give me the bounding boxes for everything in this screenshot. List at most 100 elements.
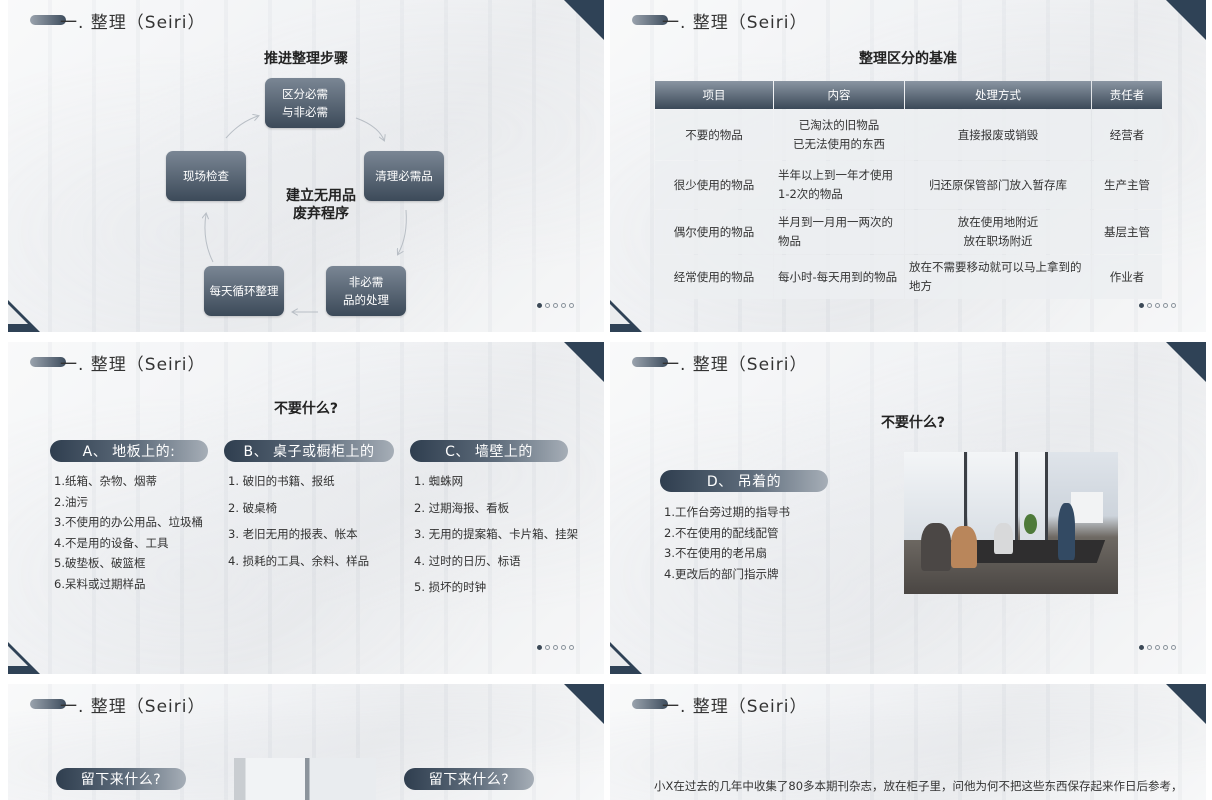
page-dot[interactable] <box>1155 645 1160 650</box>
page-dot[interactable] <box>537 303 542 308</box>
section-header: 一. 整理（Seiri） <box>632 350 808 375</box>
corner-decoration <box>1164 0 1206 42</box>
list-item: 2. 破桌椅 <box>228 500 278 515</box>
page-dot[interactable] <box>1171 645 1176 650</box>
slide-heading: 整理区分的基准 <box>859 51 957 67</box>
list-item: 3. 老旧无用的报表、帐本 <box>228 527 358 541</box>
page-dot[interactable] <box>545 645 550 650</box>
corner-decoration <box>610 302 630 324</box>
table-cell: 已淘汰的旧物品 已无法使用的东西 <box>774 110 904 160</box>
category-pill-desk: B、 桌子或橱柜上的 <box>224 440 394 462</box>
section-title: 一. 整理（Seiri） <box>60 354 206 375</box>
list-item: 1. 破旧的书籍、报纸 <box>228 474 335 488</box>
page-dot[interactable] <box>553 645 558 650</box>
table-cell: 经常使用的物品 <box>655 255 773 299</box>
page-dot[interactable] <box>569 303 574 308</box>
page-dot[interactable] <box>561 303 566 308</box>
list-item: 4.不是用的设备、工具 <box>54 535 169 550</box>
keep-pill-right: 留下来什么? <box>404 768 534 790</box>
page-dot[interactable] <box>561 645 566 650</box>
cycle-arrows <box>8 0 407 332</box>
page-dot[interactable] <box>569 645 574 650</box>
photo-whiteboard <box>1070 491 1103 523</box>
list-item: 1.工作台旁过期的指导书 <box>664 505 790 519</box>
pagination[interactable] <box>1139 303 1176 308</box>
corner-decoration <box>562 684 604 726</box>
section-header: 一. 整理（Seiri） <box>30 692 206 717</box>
table-cell: 经营者 <box>1092 110 1162 160</box>
page-dot[interactable] <box>1139 645 1144 650</box>
table-cell: 每小时-每天用到的物品 <box>774 255 904 299</box>
list-item: 4. 损耗的工具、余料、样品 <box>228 553 370 568</box>
slide-heading: 推进整理步骤 <box>264 51 348 67</box>
pagination[interactable] <box>1139 645 1176 650</box>
step-distinguish: 区分必需 与非必需 <box>265 78 345 128</box>
page-dot[interactable] <box>1163 303 1168 308</box>
photo-person <box>951 525 977 569</box>
arrow <box>398 209 407 254</box>
list-item: 3.不使用的办公用品、垃圾桶 <box>54 515 203 529</box>
page-dot[interactable] <box>545 303 550 308</box>
page-dot[interactable] <box>1147 645 1152 650</box>
list-item: 2.油污 <box>54 494 88 509</box>
list-item: 3. 无用的提案箱、卡片箱、挂架 <box>414 527 579 541</box>
header-accent-bar <box>632 15 668 25</box>
list-hanging: 1.工作台旁过期的指导书 2.不在使用的配线配管 3.不在使用的老吊扇 4.更改… <box>664 502 790 584</box>
corner-decoration <box>610 644 630 666</box>
list-item: 1. 蜘蛛网 <box>414 474 464 488</box>
list-item: 3.不在使用的老吊扇 <box>664 546 767 560</box>
table-cell: 半年以上到一年才使用 1-2次的物品 <box>774 161 904 209</box>
corner-decoration <box>1164 342 1206 384</box>
list-item: 1.纸箱、杂物、烟蒂 <box>54 474 157 488</box>
page-dot[interactable] <box>1155 303 1160 308</box>
corner-decoration <box>8 302 28 324</box>
pagination[interactable] <box>537 303 574 308</box>
page-dot[interactable] <box>537 645 542 650</box>
slide-1[interactable]: 一. 整理（Seiri） 推进整理步骤 区分必需 与非必需 清理必需品 非必需 … <box>8 0 604 332</box>
page-dot[interactable] <box>1163 645 1168 650</box>
step-clean: 清理必需品 <box>364 151 444 201</box>
list-item: 5.破垫板、破篮框 <box>54 556 146 570</box>
arrow <box>225 116 258 139</box>
step-inspect: 现场检查 <box>166 151 246 201</box>
list-item: 4.更改后的部门指示牌 <box>664 566 779 581</box>
table-cell: 很少使用的物品 <box>655 161 773 209</box>
section-title: 一. 整理（Seiri） <box>60 12 206 33</box>
page-dot[interactable] <box>1171 303 1176 308</box>
background-office-image <box>8 342 604 674</box>
page-dot[interactable] <box>553 303 558 308</box>
slide-6[interactable]: 一. 整理（Seiri） 小X在过去的几年中收集了80多本期刊杂志，放在柜子里，… <box>610 684 1206 800</box>
page-dot[interactable] <box>1139 303 1144 308</box>
list-item: 5. 损坏的时钟 <box>414 580 487 594</box>
list-item: 4. 过时的日历、标语 <box>414 553 521 568</box>
section-header: 一. 整理（Seiri） <box>30 8 206 33</box>
window-photo <box>234 758 376 800</box>
column-header: 内容 <box>774 81 904 109</box>
list-item: 6.呆料或过期样品 <box>54 576 146 591</box>
header-accent-bar <box>30 357 66 367</box>
corner-decoration <box>562 342 604 384</box>
slide-3[interactable]: 一. 整理（Seiri） 不要什么? A、 地板上的: B、 桌子或橱柜上的 C… <box>8 342 604 674</box>
corner-decoration <box>8 644 28 666</box>
step-handle: 非必需 品的处理 <box>326 266 406 316</box>
section-title: 一. 整理（Seiri） <box>662 354 808 375</box>
category-pill-wall: C、 墙壁上的 <box>410 440 568 462</box>
table-row: 不要的物品 已淘汰的旧物品 已无法使用的东西 直接报废或销毁 经营者 <box>655 110 1162 160</box>
meeting-photo <box>904 452 1118 594</box>
table-cell: 生产主管 <box>1092 161 1162 209</box>
category-pill-floor: A、 地板上的: <box>50 440 208 462</box>
header-accent-bar <box>632 357 668 367</box>
slide-heading: 不要什么? <box>273 401 339 417</box>
slide-4[interactable]: 一. 整理（Seiri） 不要什么? D、 吊着的 1.工作台旁过期的指导书 2… <box>610 342 1206 674</box>
table-cell: 偶尔使用的物品 <box>655 210 773 254</box>
slide-5[interactable]: 一. 整理（Seiri） 留下来什么? 留下来什么? <box>8 684 604 800</box>
slide-2[interactable]: 一. 整理（Seiri） 整理区分的基准 项目 内容 处理方式 责任者 不要的物… <box>610 0 1206 332</box>
arrow <box>355 117 384 140</box>
table-cell: 半月到一月用一两次的 物品 <box>774 210 904 254</box>
page-dot[interactable] <box>1147 303 1152 308</box>
table-cell: 直接报废或销毁 <box>905 110 1091 160</box>
section-header: 一. 整理（Seiri） <box>632 692 808 717</box>
column-header: 处理方式 <box>905 81 1091 109</box>
photo-person <box>1058 503 1076 560</box>
pagination[interactable] <box>537 645 574 650</box>
